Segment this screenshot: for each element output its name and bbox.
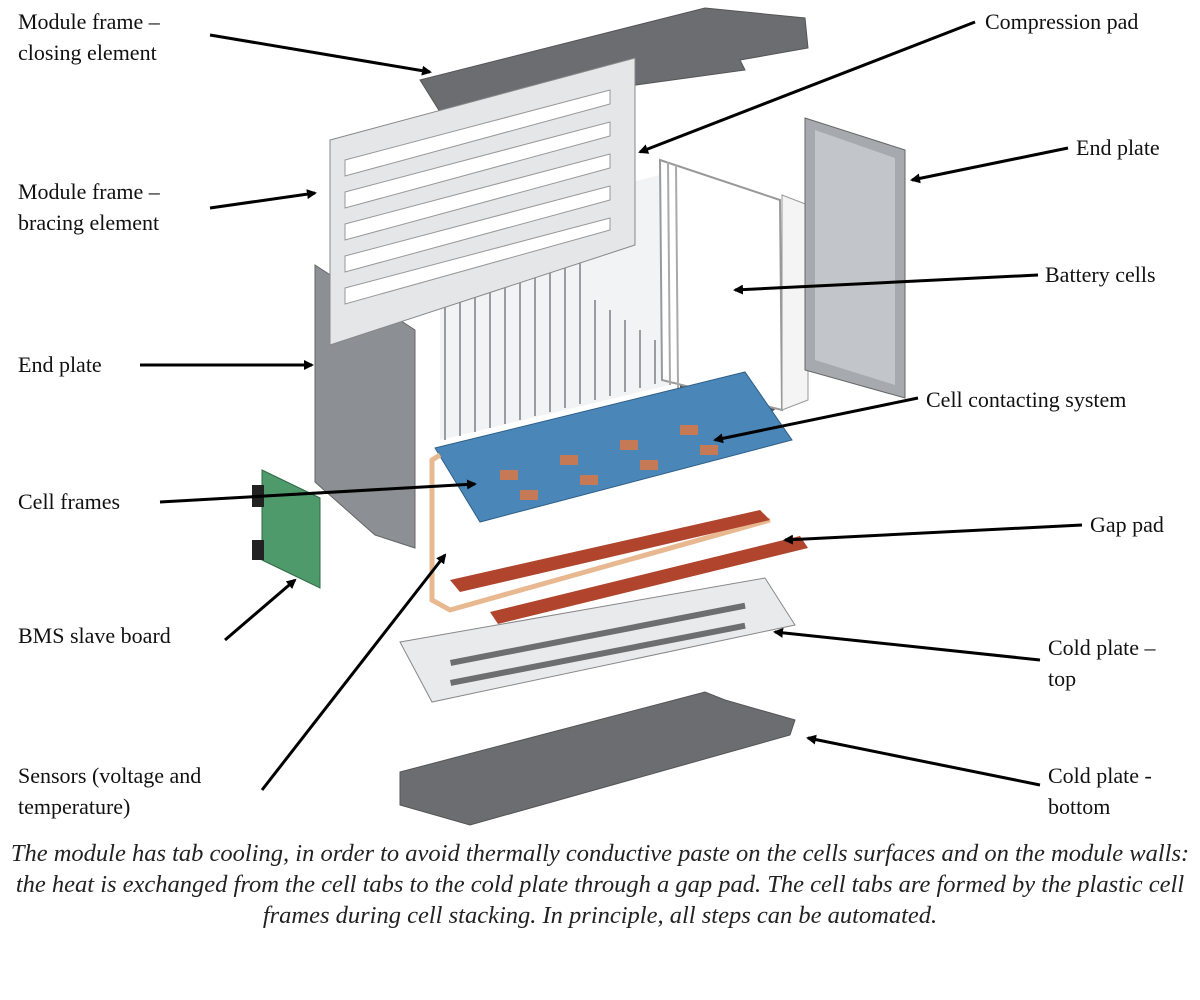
leader-arrows xyxy=(140,20,1083,791)
label-battery-cells: Battery cells xyxy=(1045,262,1156,287)
sensor-wire xyxy=(429,452,771,613)
label-bms-slave-board: BMS slave board xyxy=(18,623,171,648)
end-plate-right xyxy=(781,117,906,411)
bracing-element xyxy=(329,57,636,346)
cold-plate-top xyxy=(399,577,796,703)
label-bracing-element: Module frame –bracing element xyxy=(18,179,160,235)
label-cold-plate-top: Cold plate –top xyxy=(1048,635,1156,691)
label-cold-plate-bottom: Cold plate -bottom xyxy=(1048,763,1152,819)
gap-pad xyxy=(450,510,808,624)
label-closing-element: Module frame –closing element xyxy=(18,9,160,65)
label-cell-frames: Cell frames xyxy=(18,489,121,514)
label-cell-contacting-system: Cell contacting system xyxy=(926,387,1127,412)
label-compression-pad: Compression pad xyxy=(985,9,1139,34)
bms-slave-board xyxy=(252,469,321,589)
cell-contacting-system xyxy=(434,371,793,523)
label-end-plate-left: End plate xyxy=(18,352,102,377)
cold-plate-bottom xyxy=(399,691,796,826)
label-gap-pad: Gap pad xyxy=(1090,512,1164,537)
figure-caption: The module has tab cooling, in order to … xyxy=(10,840,1190,929)
label-end-plate-right: End plate xyxy=(1076,135,1160,160)
